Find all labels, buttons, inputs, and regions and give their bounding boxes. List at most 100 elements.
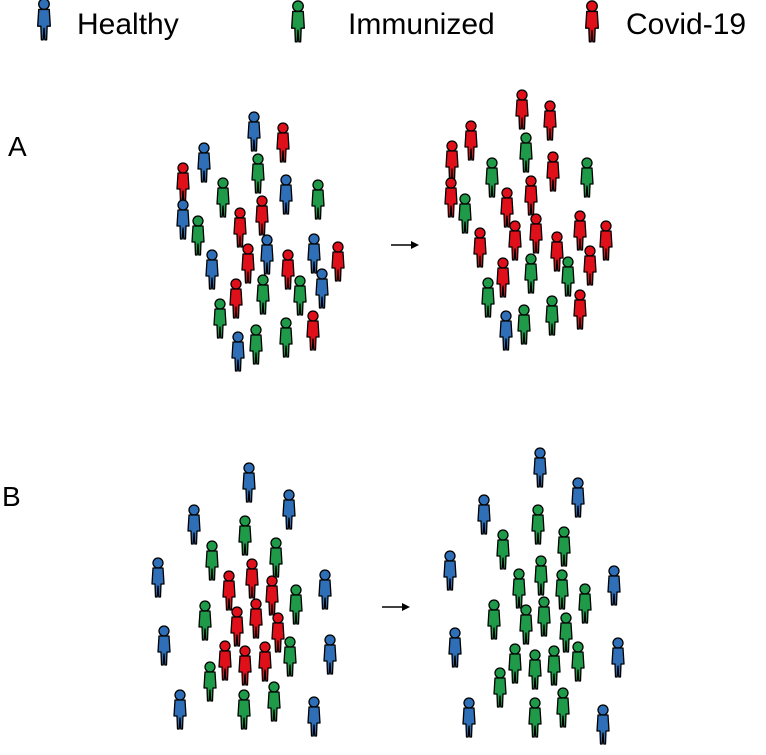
covid-person-icon — [599, 220, 613, 261]
healthy-person-icon — [173, 689, 187, 730]
healthy-person-icon — [279, 174, 293, 215]
healthy-person-icon — [462, 697, 476, 738]
immunized-person-icon — [311, 179, 325, 220]
healthy-person-icon — [282, 489, 296, 530]
healthy-person-icon — [571, 477, 585, 518]
immunized-person-icon — [493, 667, 507, 708]
arrow-b — [382, 603, 410, 611]
immunized-person-icon — [537, 596, 551, 637]
immunized-person-icon — [534, 555, 548, 596]
immunized-person-icon — [267, 681, 281, 722]
immunized-person-icon — [557, 526, 571, 567]
healthy-person-icon — [242, 462, 256, 503]
covid-person-icon — [331, 241, 345, 282]
immunized-person-icon — [496, 529, 510, 570]
immunized-person-icon — [249, 324, 263, 365]
immunized-person-icon — [561, 256, 575, 297]
healthy-person-icon — [176, 199, 190, 240]
covid-person-icon — [222, 570, 236, 611]
healthy-person-icon — [307, 696, 321, 737]
immunized-person-icon — [205, 540, 219, 581]
covid-person-icon — [176, 162, 190, 203]
covid-person-icon — [508, 220, 522, 261]
legend-label-covid: Covid-19 — [626, 8, 746, 41]
panel-a-after-crowd — [444, 89, 613, 351]
immunized-person-icon — [545, 295, 559, 336]
legend-item-covid: Covid-19 — [585, 0, 746, 43]
covid-person-icon — [265, 575, 279, 616]
healthy-person-icon — [315, 268, 329, 309]
legend-item-healthy: Healthy — [37, 0, 179, 41]
immunized-person-icon — [458, 193, 472, 234]
immunized-person-icon — [213, 298, 227, 339]
healthy-person-icon — [499, 310, 513, 351]
healthy-person-icon — [318, 569, 332, 610]
immunized-person-icon — [251, 153, 265, 194]
panel-label-a: A — [8, 131, 27, 162]
legend-label-immunized: Immunized — [348, 8, 495, 41]
covid-person-icon — [445, 140, 459, 181]
immunized-person-icon — [289, 584, 303, 625]
immunized-person-icon — [256, 274, 270, 315]
healthy-person-icon — [533, 447, 547, 488]
covid-person-icon — [585, 0, 599, 43]
covid-person-icon — [245, 558, 259, 599]
immunized-person-icon — [238, 515, 252, 556]
immunized-person-icon — [528, 697, 542, 738]
immunized-person-icon — [237, 689, 251, 730]
healthy-person-icon — [596, 704, 610, 745]
panel-b-after-crowd — [443, 447, 625, 745]
healthy-person-icon — [187, 504, 201, 545]
immunized-person-icon — [283, 636, 297, 677]
immunized-person-icon — [198, 600, 212, 641]
immunized-person-icon — [269, 537, 283, 578]
panel-label-b: B — [2, 481, 21, 512]
healthy-person-icon — [323, 634, 337, 675]
covid-person-icon — [529, 213, 543, 254]
immunized-person-icon — [559, 612, 573, 653]
covid-person-icon — [281, 249, 295, 290]
covid-person-icon — [573, 289, 587, 330]
healthy-person-icon — [151, 557, 165, 598]
covid-person-icon — [546, 151, 560, 192]
immunized-person-icon — [512, 568, 526, 609]
covid-person-icon — [255, 195, 269, 236]
legend-label-healthy: Healthy — [77, 8, 179, 41]
immunized-person-icon — [481, 277, 495, 318]
immunized-person-icon — [203, 661, 217, 702]
covid-person-icon — [464, 120, 478, 161]
immunized-person-icon — [571, 641, 585, 682]
covid-person-icon — [249, 598, 263, 639]
covid-person-icon — [543, 100, 557, 141]
immunized-person-icon — [485, 157, 499, 198]
covid-person-icon — [271, 612, 285, 653]
immunized-person-icon — [293, 275, 307, 316]
healthy-person-icon — [247, 111, 261, 152]
healthy-person-icon — [197, 142, 211, 183]
immunized-person-icon — [508, 643, 522, 684]
immunized-person-icon — [519, 132, 533, 173]
healthy-person-icon — [607, 565, 621, 606]
legend: Healthy Immunized Covid-19 — [37, 0, 746, 43]
panel-a-before-crowd — [176, 111, 345, 372]
healthy-person-icon — [448, 627, 462, 668]
immunized-person-icon — [531, 504, 545, 545]
covid-person-icon — [583, 245, 597, 286]
healthy-person-icon — [477, 494, 491, 535]
covid-person-icon — [306, 310, 320, 351]
covid-person-icon — [258, 641, 272, 682]
immunized-person-icon — [547, 645, 561, 686]
covid-person-icon — [229, 278, 243, 319]
covid-person-icon — [473, 227, 487, 268]
healthy-person-icon — [231, 331, 245, 372]
immunized-person-icon — [291, 0, 305, 43]
immunized-person-icon — [291, 0, 305, 43]
immunized-person-icon — [524, 253, 538, 294]
immunized-person-icon — [216, 177, 230, 218]
immunized-person-icon — [580, 157, 594, 198]
covid-person-icon — [573, 210, 587, 251]
immunized-person-icon — [191, 215, 205, 256]
covid-person-icon — [524, 175, 538, 216]
covid-person-icon — [230, 606, 244, 647]
